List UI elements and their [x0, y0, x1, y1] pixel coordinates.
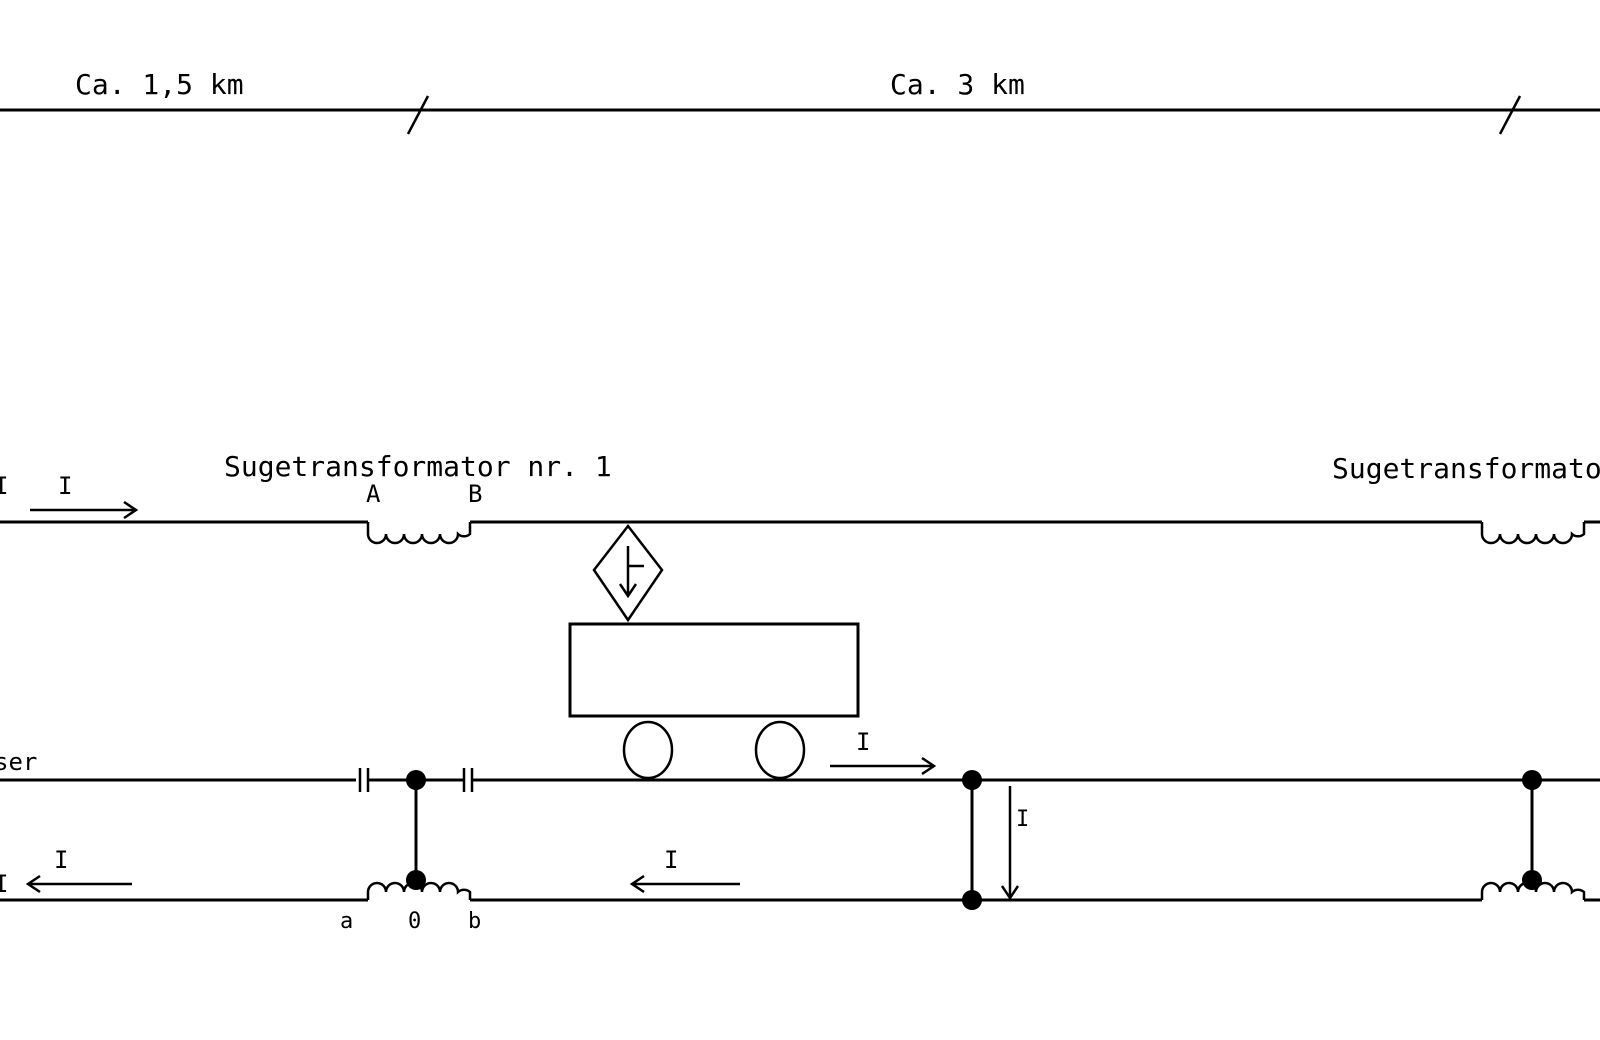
transformer-1-label: Sugetransformator nr. 1 — [224, 450, 612, 483]
current-label-return-left: I — [54, 846, 68, 874]
transformer-1-primary-coil — [366, 522, 472, 545]
terminal-0-label: 0 — [408, 909, 421, 934]
current-label-left-edge-top: I — [0, 472, 8, 500]
current-arrow-contact-wire — [30, 500, 139, 520]
distance-tick-2 — [1498, 95, 1522, 135]
midpoint-connection-2 — [1522, 770, 1542, 890]
terminal-a-label: a — [340, 909, 353, 934]
distance-tick-1 — [406, 95, 430, 135]
terminal-A-label: A — [366, 480, 381, 508]
distance-label-middle: Ca. 3 km — [890, 68, 1025, 101]
midpoint-connection-1 — [406, 770, 426, 890]
current-arrow-return-left — [25, 874, 132, 894]
distance-label-left: Ca. 1,5 km — [75, 68, 244, 101]
rail-label-fragment: ser — [0, 748, 37, 776]
locomotive-body — [568, 622, 860, 718]
locomotive-wheel-1 — [622, 720, 674, 780]
locomotive-wheel-2 — [754, 720, 806, 780]
current-label-return-middle: I — [664, 846, 678, 874]
current-arrow-rail — [830, 756, 937, 776]
current-arrow-return-middle — [629, 874, 740, 894]
current-label-left-edge-bottom: I — [0, 870, 8, 898]
cross-bond — [962, 770, 1020, 910]
transformer-2-primary-coil — [1480, 522, 1586, 545]
current-label-crossbond: I — [1016, 807, 1029, 832]
terminal-b-label: b — [468, 909, 481, 934]
terminal-B-label: B — [468, 480, 482, 508]
rail — [0, 768, 1600, 792]
transformer-2-label: Sugetransformato — [1332, 452, 1600, 485]
distance-scale: Ca. 1,5 km Ca. 3 km — [0, 68, 1600, 135]
current-label-rail: I — [856, 728, 870, 756]
pantograph-icon — [592, 523, 664, 623]
current-label-contact-wire: I — [58, 472, 72, 500]
